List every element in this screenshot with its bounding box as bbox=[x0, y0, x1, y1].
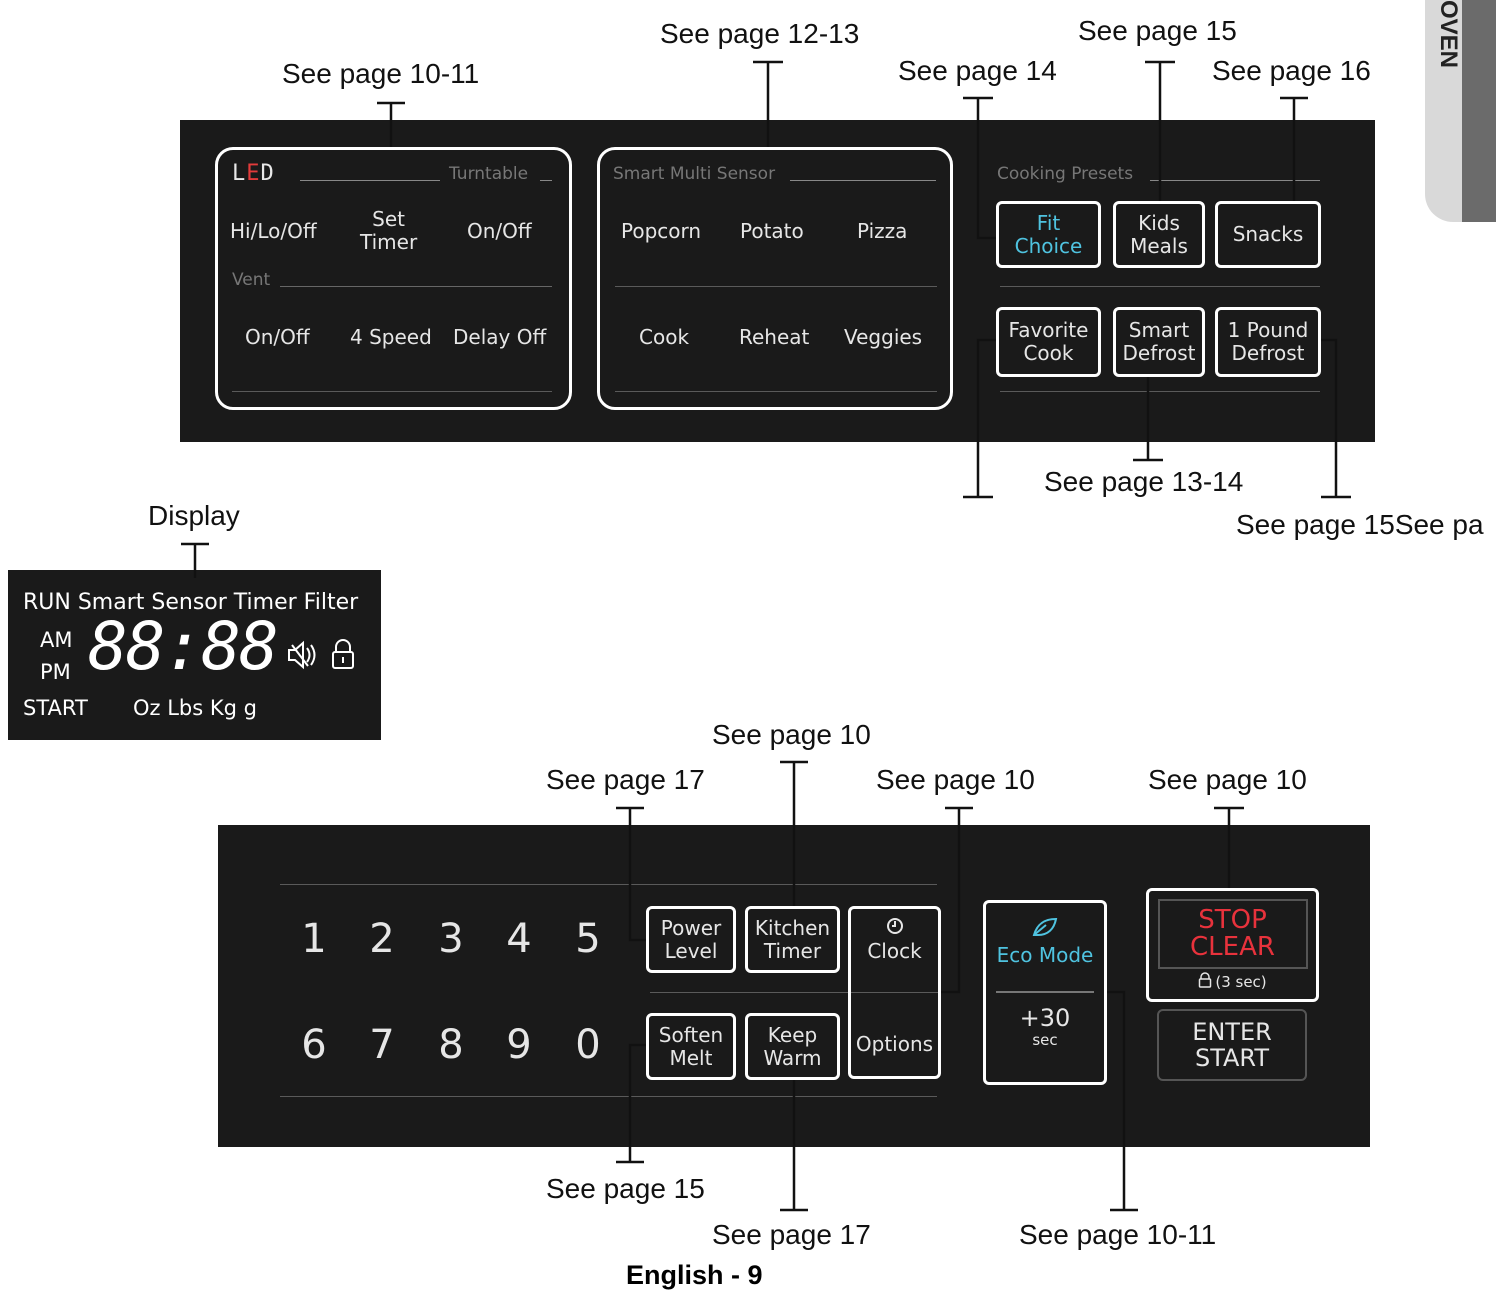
side-tab-bar bbox=[1462, 0, 1496, 222]
led-label: LED bbox=[232, 161, 275, 186]
eco-mode-label: Eco Mode bbox=[996, 943, 1094, 967]
vent-speed-button[interactable]: 4 Speed bbox=[350, 325, 432, 349]
fit-choice-button[interactable]: Fit Choice bbox=[996, 201, 1101, 268]
enter-start-button[interactable]: ENTER START bbox=[1157, 1009, 1307, 1081]
clock-options-button[interactable]: Clock Options bbox=[848, 906, 941, 1079]
pound-defrost-button[interactable]: 1 Pound Defrost bbox=[1215, 307, 1321, 377]
popcorn-button[interactable]: Popcorn bbox=[621, 219, 702, 243]
callout-kids: See page 15 bbox=[1078, 15, 1237, 46]
callout-stop-clear: See page 10 bbox=[1148, 764, 1307, 795]
key-7[interactable]: 7 bbox=[369, 1022, 395, 1068]
sec-label: sec bbox=[1032, 1030, 1058, 1049]
key-5[interactable]: 5 bbox=[575, 916, 601, 962]
stop-clear-button[interactable]: STOP CLEAR (3 sec) bbox=[1146, 888, 1319, 1002]
snacks-button[interactable]: Snacks bbox=[1215, 201, 1321, 268]
veggies-button[interactable]: Veggies bbox=[844, 325, 923, 349]
key-4[interactable]: 4 bbox=[506, 916, 532, 962]
key-6[interactable]: 6 bbox=[301, 1022, 327, 1068]
vent-label: Vent bbox=[232, 270, 271, 290]
vent-onoff-button[interactable]: On/Off bbox=[245, 325, 310, 349]
sound-off-icon bbox=[286, 638, 320, 676]
callout-led: See page 10-11 bbox=[282, 58, 480, 89]
set-timer-button[interactable]: Set Timer bbox=[360, 207, 418, 254]
turntable-onoff-button[interactable]: On/Off bbox=[467, 219, 532, 243]
key-0[interactable]: 0 bbox=[575, 1022, 601, 1068]
lock-note: (3 sec) bbox=[1215, 972, 1267, 991]
callout-clock: See page 10 bbox=[876, 764, 1035, 795]
callout-kitchen-timer: See page 10 bbox=[712, 719, 871, 750]
top-control-panel bbox=[180, 120, 1375, 442]
callout-eco-mode: See page 10-11 bbox=[1019, 1219, 1217, 1250]
stop-label: STOP bbox=[1198, 904, 1267, 935]
clock-label: Clock bbox=[867, 939, 922, 963]
eco-mode-button[interactable]: Eco Mode +30 sec bbox=[983, 900, 1107, 1085]
callout-defrost: See page 13-14 bbox=[1044, 466, 1244, 497]
cooking-presets-label: Cooking Presets bbox=[997, 164, 1134, 184]
smart-sensor-label: Smart Multi Sensor bbox=[613, 164, 776, 184]
kids-meals-button[interactable]: Kids Meals bbox=[1113, 201, 1205, 268]
key-9[interactable]: 9 bbox=[506, 1022, 532, 1068]
favorite-cook-button[interactable]: Favorite Cook bbox=[996, 307, 1101, 377]
key-3[interactable]: 3 bbox=[438, 916, 464, 962]
options-label: Options bbox=[855, 1032, 934, 1056]
callout-keep-warm: See page 17 bbox=[712, 1219, 871, 1250]
display-panel bbox=[8, 570, 381, 740]
keep-warm-button[interactable]: Keep Warm bbox=[745, 1013, 840, 1080]
display-digits: 88:88 bbox=[88, 608, 279, 685]
display-indicators: RUN Smart Sensor Timer Filter bbox=[23, 590, 359, 615]
side-tab-label: OVEN bbox=[1435, 0, 1462, 69]
key-8[interactable]: 8 bbox=[438, 1022, 464, 1068]
callout-fit: See page 14 bbox=[898, 55, 1057, 86]
display-start: START bbox=[23, 696, 88, 720]
plus30-label: +30 bbox=[1019, 1004, 1071, 1032]
pizza-button[interactable]: Pizza bbox=[857, 219, 908, 243]
potato-button[interactable]: Potato bbox=[740, 219, 804, 243]
lock-icon bbox=[330, 638, 356, 676]
smart-sensor-group bbox=[597, 147, 953, 410]
smart-defrost-button[interactable]: Smart Defrost bbox=[1113, 307, 1205, 377]
page-footer: English - 9 bbox=[626, 1260, 763, 1290]
delay-off-button[interactable]: Delay Off bbox=[453, 325, 547, 349]
power-level-button[interactable]: Power Level bbox=[646, 906, 736, 973]
eco-icon bbox=[1030, 915, 1060, 944]
key-2[interactable]: 2 bbox=[369, 916, 395, 962]
callout-snacks: See page 16 bbox=[1212, 55, 1371, 86]
callout-display: Display bbox=[148, 500, 240, 531]
clear-label: CLEAR bbox=[1190, 932, 1275, 962]
enter-label: ENTER bbox=[1192, 1017, 1272, 1046]
callout-soften-melt: See page 15 bbox=[546, 1173, 705, 1204]
child-lock-icon bbox=[1198, 972, 1212, 992]
vent-hilo-button[interactable]: Hi/Lo/Off bbox=[230, 219, 317, 243]
callout-pound-defrost: See page 15See pa bbox=[1236, 509, 1484, 540]
start-label: START bbox=[1194, 1044, 1270, 1072]
callout-sensor: See page 12-13 bbox=[660, 18, 860, 49]
key-1[interactable]: 1 bbox=[301, 916, 327, 962]
turntable-label: Turntable bbox=[449, 164, 529, 184]
clock-icon bbox=[886, 917, 904, 940]
reheat-button[interactable]: Reheat bbox=[739, 325, 810, 349]
kitchen-timer-button[interactable]: Kitchen Timer bbox=[745, 906, 840, 973]
display-pm: PM bbox=[40, 660, 71, 684]
sensor-cook-button[interactable]: Cook bbox=[639, 325, 690, 349]
callout-power-level: See page 17 bbox=[546, 764, 705, 795]
soften-melt-button[interactable]: Soften Melt bbox=[646, 1013, 736, 1080]
display-am: AM bbox=[40, 628, 73, 652]
display-units: Oz Lbs Kg g bbox=[133, 696, 257, 720]
led-vent-group bbox=[215, 147, 572, 410]
